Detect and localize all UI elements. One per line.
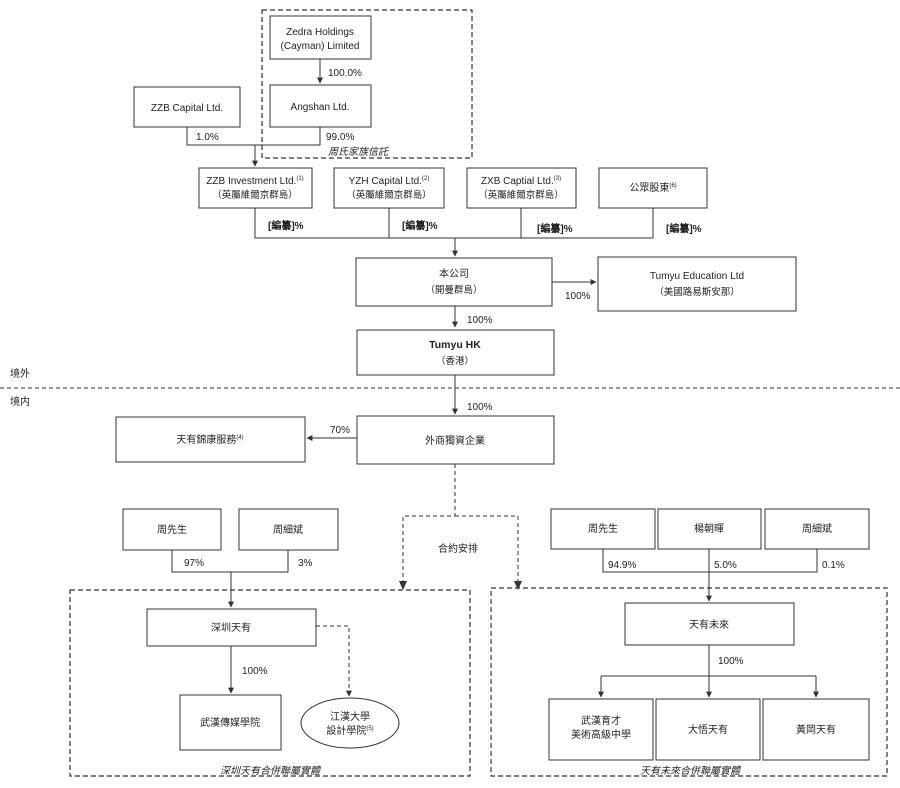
zxb-capital-place: （英屬維爾京群島） xyxy=(478,189,564,201)
company-to-hk-pct: 100% xyxy=(467,315,493,326)
tianyou-future-box xyxy=(624,602,795,646)
company-to-education-pct: 100% xyxy=(565,291,591,302)
offshore-label: 境外 xyxy=(10,367,30,380)
mr-zhou-name-left: 周先生 xyxy=(157,523,187,536)
angshan-box xyxy=(269,84,372,128)
zhou-to-future-pct: 94.9% xyxy=(608,560,636,571)
contract-arrow-right xyxy=(514,581,522,590)
public-pct: [編纂]% xyxy=(666,222,702,235)
shenzhen-group-region xyxy=(69,589,471,777)
huanggang-tianyou-box xyxy=(762,698,870,761)
zhou-xibin-name-left: 周細斌 xyxy=(273,523,303,536)
zhou-xibin-to-future-pct: 0.1% xyxy=(822,560,845,571)
zxb-capital-box xyxy=(466,167,577,209)
jianghan-design-line1: 江漢大學 xyxy=(330,710,370,723)
wuhan-media-box xyxy=(179,694,282,751)
yzh-capital-name: YZH Capital Ltd.(2) xyxy=(349,176,430,187)
company-box xyxy=(355,257,553,307)
zhou-xibin-to-shenzhen-pct: 3% xyxy=(298,558,313,569)
tumyu-education-place: （美國路易斯安那） xyxy=(654,286,740,298)
angshan-name: Angshan Ltd. xyxy=(291,102,350,113)
zzb-capital-box xyxy=(133,86,241,128)
zzb-investment-name: ZZB Investment Ltd.(1) xyxy=(206,176,303,187)
contract-arrow-left xyxy=(399,581,407,590)
wuhan-art-school-line2: 美術高級中學 xyxy=(571,728,631,741)
zzb-capital-pct: 1.0% xyxy=(196,132,219,143)
wuhan-art-school-box xyxy=(548,698,654,761)
zzb-investment-place: （英屬維爾京群島） xyxy=(212,189,298,201)
tumyu-hk-name: Tumyu HK xyxy=(429,339,481,351)
zedra-to-angshan-pct: 100.0% xyxy=(328,68,362,79)
company-place: （開曼群島） xyxy=(425,284,482,296)
public-shareholders-name: 公眾股東(6) xyxy=(629,181,676,194)
yzh-capital-box xyxy=(333,167,445,209)
zzb-investment-box xyxy=(198,167,313,209)
zzb-capital-name: ZZB Capital Ltd. xyxy=(151,103,223,114)
wfoe-box xyxy=(356,415,555,465)
zhou-to-shenzhen-pct: 97% xyxy=(184,558,204,569)
tumyu-education-box xyxy=(597,256,797,312)
angshan-pct: 99.0% xyxy=(326,132,354,143)
onshore-label: 境内 xyxy=(10,395,30,408)
contract-label: 合約安排 xyxy=(438,542,478,555)
jianghan-design-ellipse xyxy=(300,697,400,749)
shenzhen-owner-connector xyxy=(171,550,289,573)
zhou-xibin-name-right: 周細斌 xyxy=(802,522,832,535)
mr-zhou-name-right: 周先生 xyxy=(588,522,618,535)
zedra-name-line1: Zedra Holdings xyxy=(286,27,354,38)
yang-chaohui-name: 楊朝暉 xyxy=(694,523,724,535)
shenzhen-group-caption: 深圳天有合併聯屬實體 xyxy=(220,765,322,777)
zedra-name-line2: (Cayman) Limited xyxy=(281,41,360,52)
tianyou-health-name: 天有錦康服務(4) xyxy=(176,433,243,446)
dawu-tianyou-name: 大悟天有 xyxy=(688,723,728,736)
family-trust-region xyxy=(261,9,473,159)
zxb-capital-pct: [編纂]% xyxy=(537,222,573,235)
zzb-investment-pct: [編纂]% xyxy=(268,219,304,232)
dawu-tianyou-box xyxy=(655,698,761,761)
yzh-capital-pct: [編纂]% xyxy=(402,219,438,232)
wuhan-media-name: 武漢傳媒學院 xyxy=(200,716,260,729)
tianyou-future-name: 天有未來 xyxy=(689,618,729,631)
zhou-xibin-box-left xyxy=(238,508,339,551)
yzh-capital-place: （英屬維爾京群島） xyxy=(346,189,432,201)
huanggang-tianyou-name: 黃岡天有 xyxy=(796,723,836,736)
tumyu-hk-place: （香港） xyxy=(436,355,474,367)
hk-to-wfoe-pct: 100% xyxy=(467,402,493,413)
jianghan-design-line2: 設計學院(5) xyxy=(326,724,373,737)
shenzhen-tianyou-box xyxy=(146,608,317,647)
yang-to-future-pct: 5.0% xyxy=(714,560,737,571)
wfoe-name: 外商獨資企業 xyxy=(425,434,485,447)
zzb-capital-connector xyxy=(186,127,321,146)
bvi-row-connector xyxy=(254,208,654,239)
future-to-subs-pct: 100% xyxy=(718,656,744,667)
wfoe-to-health-pct: 70% xyxy=(330,425,350,436)
tianyou-future-group-region xyxy=(490,587,888,777)
company-name: 本公司 xyxy=(439,267,469,280)
tianyou-health-box xyxy=(115,416,306,463)
contract-arrangement-line-right xyxy=(455,515,519,586)
future-owner-connector xyxy=(602,549,818,573)
tumyu-education-name: Tumyu Education Ltd xyxy=(650,271,744,282)
contract-arrangement-line xyxy=(402,464,456,586)
to-jianghan-dashed-line xyxy=(316,625,352,697)
tianyou-future-group-caption: 天有未來合併聯屬實體 xyxy=(640,765,742,777)
shenzhen-tianyou-name: 深圳天有 xyxy=(211,621,251,634)
wuhan-art-school-line1: 武漢育才 xyxy=(581,714,621,727)
public-shareholders-box xyxy=(598,167,708,209)
tumyu-hk-box xyxy=(356,329,555,376)
family-trust-caption: 周氏家族信託 xyxy=(328,146,389,158)
zxb-capital-name: ZXB Captial Ltd.(3) xyxy=(481,176,561,187)
shenzhen-to-media-pct: 100% xyxy=(242,666,268,677)
